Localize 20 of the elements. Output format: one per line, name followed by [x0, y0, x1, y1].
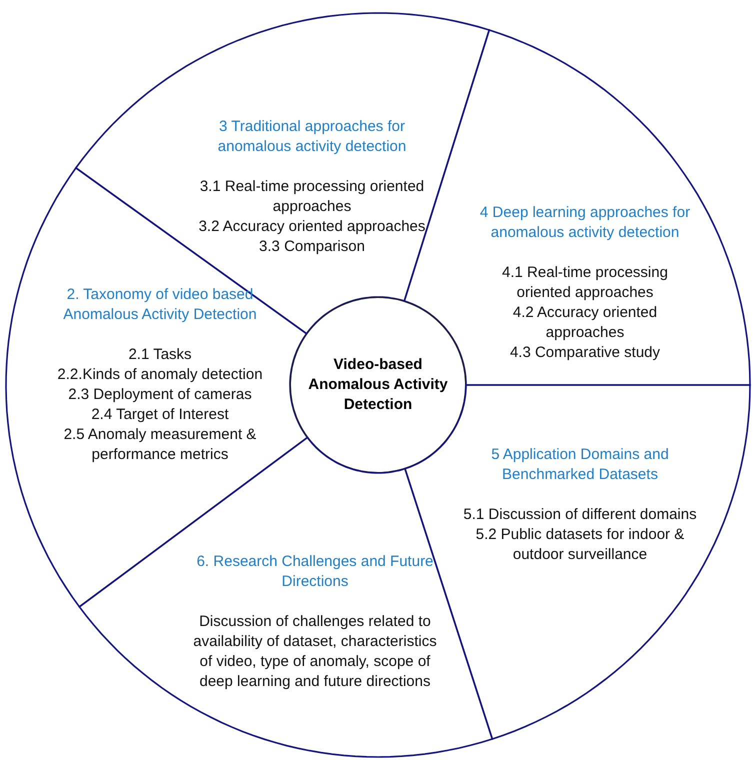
subsection-item: 4.1 Real-time processing oriented approaches	[501, 263, 669, 303]
subsection-item: 2.5 Anomaly measurement & performance metrics	[62, 425, 258, 465]
subsection-item: 5.1 Discussion of different domains	[462, 505, 698, 525]
center-title: Video-based Anomalous Activity Detection	[307, 355, 449, 415]
subsection-item: 2.1 Tasks	[127, 345, 193, 365]
subsection-item: 3.1 Real-time processing oriented approaches	[198, 177, 426, 217]
subsection-item: 2.4 Target of Interest	[90, 405, 230, 425]
subsection-item: 3.2 Accuracy oriented approaches	[198, 217, 426, 237]
subsection-item: 4.3 Comparative study	[508, 343, 662, 363]
section-heading: 2. Taxonomy of video based Anomalous Activity Detection	[62, 285, 258, 325]
subsection-item: 4.2 Accuracy oriented approaches	[512, 303, 658, 343]
section-heading: 5 Application Domains and Benchmarked Datasets	[490, 445, 670, 485]
section-heading: 6. Research Challenges and Future Directions	[196, 552, 434, 592]
section-heading: 4 Deep learning approaches for anomalous activity detection	[478, 203, 692, 243]
section-description: Discussion of challenges related to availability of dataset, characteristics of video, type of anomaly, scope of deep learning and future directions	[192, 612, 438, 692]
section-heading: 3 Traditional approaches for anomalous activity detection	[216, 117, 408, 157]
subsection-item: 2.3 Deployment of cameras	[67, 385, 253, 405]
subsection-item: 5.2 Public datasets for indoor & outdoor surveillance	[474, 525, 686, 565]
subsection-item: 2.2.Kinds of anomaly detection	[56, 365, 264, 385]
subsection-item: 3.3 Comparison	[258, 237, 366, 257]
